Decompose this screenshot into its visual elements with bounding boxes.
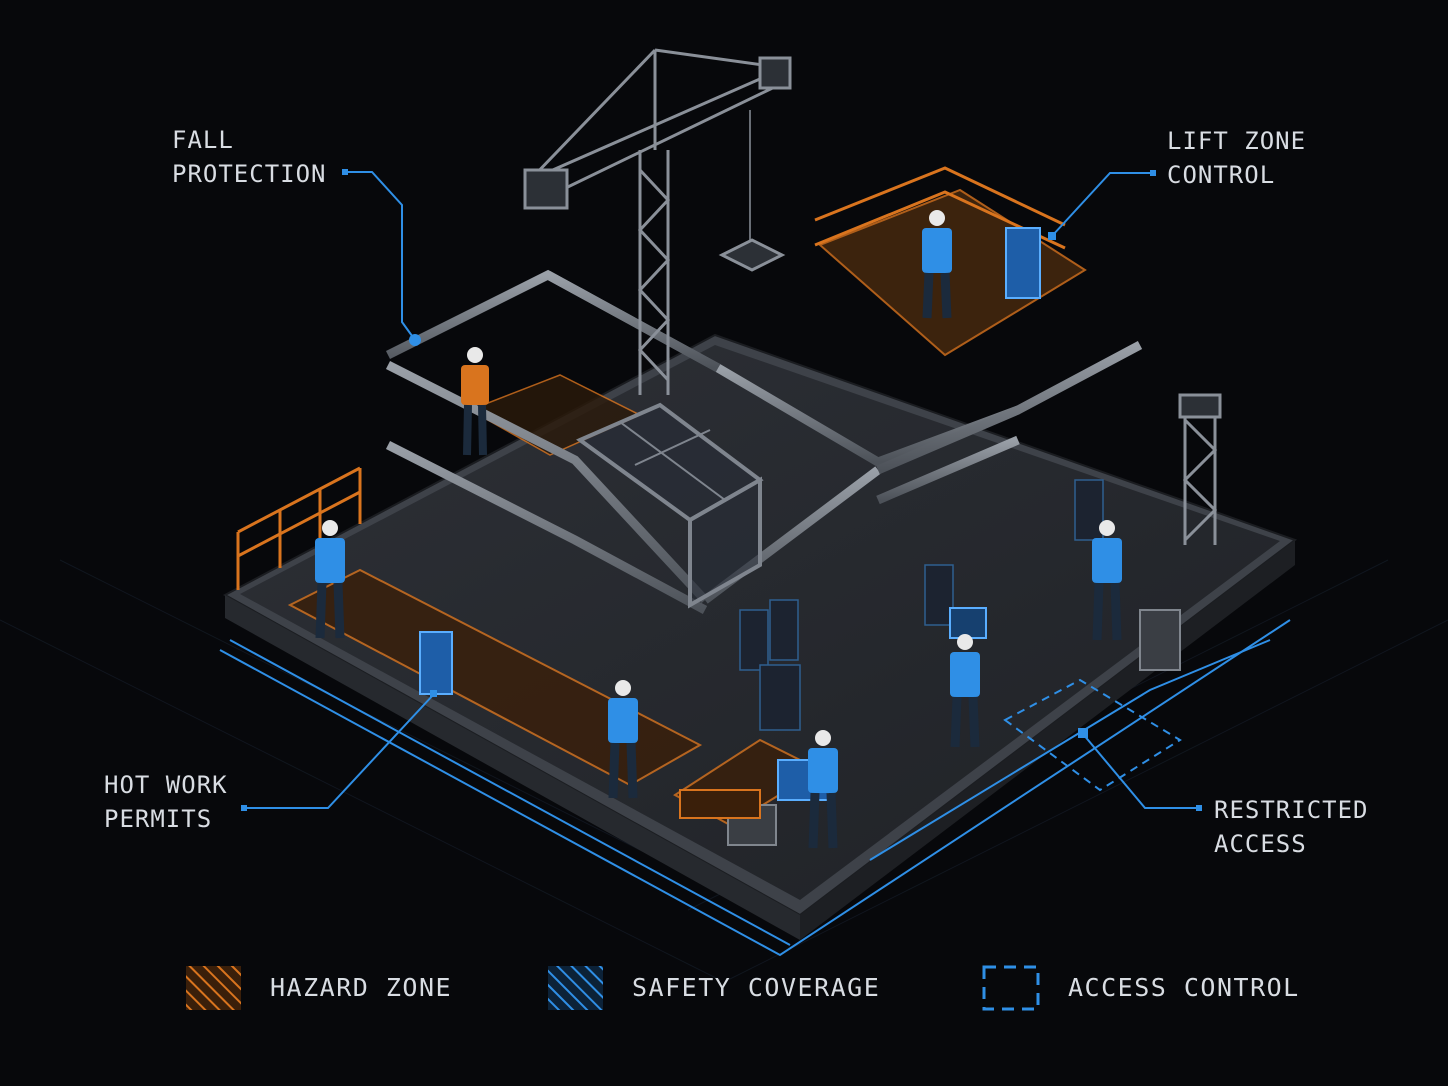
callout-hot-work-permits: HOT WORK PERMITS [104,771,228,833]
access-floor-zones [219,619,1291,957]
legend-swatches [186,965,1040,1011]
safety-hatch-icon [548,966,603,1010]
restricted-access-leader [1082,733,1199,809]
callout-restricted-access: RESTRICTED ACCESS [1214,796,1369,858]
tower-crane-icon [523,48,792,395]
worker-icon [950,634,980,748]
callout-markers [241,169,1202,811]
worker-icon [1092,520,1122,641]
access-dashed-square-icon [982,965,1040,1011]
scaffold-tower [1178,393,1222,545]
site-equipment [419,227,1181,846]
lift-zone-leader [1051,172,1153,237]
hazard-hatch-icon [186,966,241,1010]
legend-safety-coverage: SAFETY COVERAGE [632,973,881,1002]
hot-work-leader [244,693,435,809]
callout-fall-protection: FALL PROTECTION [172,126,327,188]
callout-leaders [244,171,1199,809]
callout-lift-zone-control: LIFT ZONE CONTROL [1167,127,1307,189]
worker-icon [315,520,345,639]
worker-icon [808,730,838,849]
steel-frame [383,269,1145,775]
fall-protection-leader [345,171,416,341]
legend-hazard-zone: HAZARD ZONE [270,973,453,1002]
worker-icon [922,210,952,319]
worker-icon [608,680,638,799]
worker-icon [461,347,489,456]
workers [315,210,1122,849]
legend-access-control: ACCESS CONTROL [1068,973,1300,1002]
glass-module [576,402,764,609]
interior-equipment [739,479,1104,731]
